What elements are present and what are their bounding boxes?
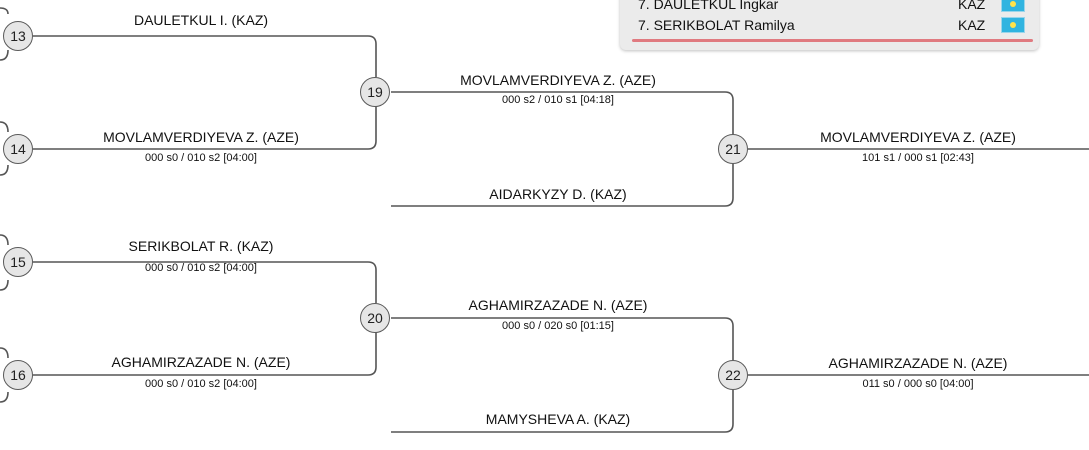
- match-16-winner[interactable]: AGHAMIRZAZADE N. (AZE): [111, 354, 291, 370]
- match-16-node[interactable]: 16: [3, 360, 33, 390]
- match-14-winner[interactable]: MOVLAMVERDIYEVA Z. (AZE): [103, 129, 299, 145]
- ranking-row[interactable]: 7. DAULETKUL Ingkar KAZ: [638, 0, 1031, 15]
- match-19-score: 000 s2 / 010 s1 [04:18]: [502, 94, 614, 106]
- ranking-athlete-name: 7. SERIKBOLAT Ramilya: [638, 17, 795, 33]
- match-14-node[interactable]: 14: [3, 134, 33, 164]
- match-22-node[interactable]: 22: [718, 360, 748, 390]
- match-16-score: 000 s0 / 010 s2 [04:00]: [145, 378, 257, 390]
- kazakhstan-flag-icon: [1001, 17, 1025, 33]
- ranking-accent-underline: [632, 39, 1033, 42]
- ranking-country-code: KAZ: [958, 17, 986, 33]
- match-20-score: 000 s0 / 020 s0 [01:15]: [502, 320, 614, 332]
- match-19-node[interactable]: 19: [360, 77, 390, 107]
- match-15-node[interactable]: 15: [3, 247, 33, 277]
- ranking-row[interactable]: 7. SERIKBOLAT Ramilya KAZ: [638, 16, 1031, 36]
- match-21-node[interactable]: 21: [718, 134, 748, 164]
- match-20-winner[interactable]: AGHAMIRZAZADE N. (AZE): [468, 297, 648, 313]
- match-22-opponent[interactable]: MAMYSHEVA A. (KAZ): [485, 411, 631, 427]
- match-13-node[interactable]: 13: [3, 21, 33, 51]
- match-14-score: 000 s0 / 010 s2 [04:00]: [145, 152, 257, 164]
- kazakhstan-flag-icon: [1001, 0, 1025, 12]
- ranking-panel: 7. DAULETKUL Ingkar KAZ 7. SERIKBOLAT Ra…: [620, 0, 1039, 50]
- match-13-winner[interactable]: DAULETKUL I. (KAZ): [133, 12, 269, 28]
- ranking-country-code: KAZ: [958, 0, 986, 12]
- match-21-winner[interactable]: MOVLAMVERDIYEVA Z. (AZE): [820, 129, 1016, 145]
- match-20-node[interactable]: 20: [360, 303, 390, 333]
- ranking-athlete-name: 7. DAULETKUL Ingkar: [638, 0, 779, 12]
- match-22-score: 011 s0 / 000 s0 [04:00]: [862, 378, 974, 390]
- match-15-score: 000 s0 / 010 s2 [04:00]: [145, 262, 257, 274]
- match-21-score: 101 s1 / 000 s1 [02:43]: [862, 152, 974, 164]
- match-15-winner[interactable]: SERIKBOLAT R. (KAZ): [128, 238, 274, 254]
- match-21-opponent[interactable]: AIDARKYZY D. (KAZ): [489, 186, 627, 202]
- match-22-winner[interactable]: AGHAMIRZAZADE N. (AZE): [828, 355, 1008, 371]
- match-19-winner[interactable]: MOVLAMVERDIYEVA Z. (AZE): [460, 72, 656, 88]
